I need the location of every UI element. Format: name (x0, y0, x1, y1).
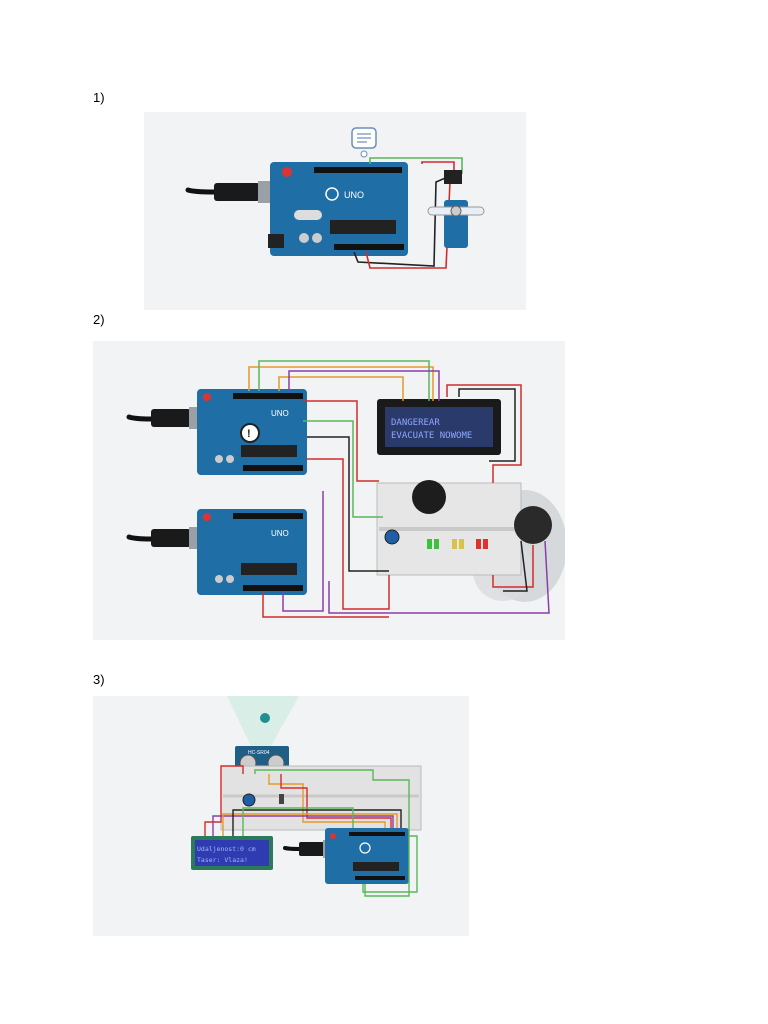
lcd-display-fig2: DANGEREAR EVACUATE NOWOME (377, 399, 501, 455)
arduino-board-top: UNO ! (197, 389, 307, 475)
potentiometer-fig3 (242, 793, 256, 807)
usb-cable-bottom (126, 527, 203, 549)
figure-2-panel: UNO ! UNO DANGEREAR EVACUATE NOWOME (93, 341, 565, 640)
temperature-sensor (279, 794, 284, 804)
lcd-line-2: EVACUATE NOWOME (391, 431, 472, 441)
leds (427, 539, 488, 549)
wires-fig3 (204, 765, 418, 897)
usb-cable-top (126, 407, 203, 429)
wires-fig2 (248, 360, 550, 618)
figure-3-circuit: HC-SR04 Udaljenost:0 cm Taser: Vlaza! (191, 696, 422, 897)
arduino-board: UNO (268, 162, 408, 256)
breadboard-fig3 (220, 765, 422, 831)
figure-3-label: 3) (93, 672, 105, 687)
board-logo-text: UNO (344, 190, 364, 200)
usb-cable (185, 181, 274, 203)
arduino-board-fig3 (325, 828, 409, 884)
potentiometer (384, 529, 400, 545)
figure-2-label: 2) (93, 312, 105, 327)
figure-1-label: 1) (93, 90, 105, 105)
target-object (260, 713, 270, 723)
svg-text:!: ! (247, 428, 251, 440)
board-logo-text-top: UNO (271, 409, 289, 418)
gas-sensor (514, 506, 552, 544)
lcd-display-fig3: Udaljenost:0 cm Taser: Vlaza! (191, 836, 273, 870)
sensor-label: HC-SR04 (248, 750, 270, 756)
arduino-board-bottom: UNO (197, 509, 307, 595)
lcd-line-1-fig3: Udaljenost:0 cm (197, 845, 256, 853)
figure-3-panel: HC-SR04 Udaljenost:0 cm Taser: Vlaza! (93, 696, 469, 936)
lcd-line-2-fig3: Taser: Vlaza! (197, 856, 248, 864)
figure-2-circuit: UNO ! UNO DANGEREAR EVACUATE NOWOME (126, 360, 565, 618)
board-logo-text-bottom: UNO (271, 529, 289, 538)
figure-1-panel: UNO (144, 112, 526, 310)
buzzer (412, 480, 446, 514)
breadboard (376, 482, 522, 576)
servo-motor (427, 170, 485, 248)
figure-1-circuit: UNO (185, 127, 485, 269)
lcd-line-1: DANGEREAR (391, 418, 440, 428)
note-icon (351, 127, 377, 158)
